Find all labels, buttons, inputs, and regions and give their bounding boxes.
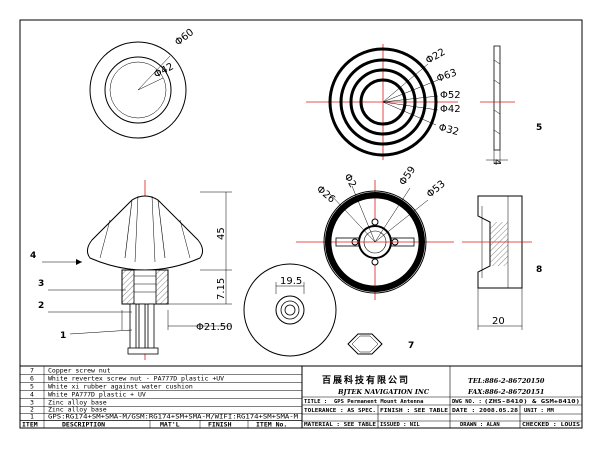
callout-3: 3: [38, 279, 44, 289]
left-callouts: 4 3 2 1: [30, 251, 133, 341]
dwg-label: DWG NO. :: [452, 399, 482, 405]
material-field: MATERIAL : SEE TABLE: [304, 422, 376, 428]
bom-desc-1: GPS:RG174+SM+SMA-M/GSM:RG174+SM+SMA-M/WI…: [48, 413, 298, 421]
concentric-rings-view: Φ22 Φ63 Φ52 Φ42 Φ32: [306, 44, 461, 160]
slotted-disc-view: Φ26 Φ2 Φ59 Φ53: [296, 165, 454, 300]
hex-nut-view: 7: [347, 333, 414, 355]
bom-item-3: 3: [30, 399, 34, 407]
callout-2: 2: [38, 301, 44, 311]
dim-body-7-15: 7.15: [216, 278, 227, 300]
dim-ring-phi22: Φ22: [424, 47, 447, 67]
dim-thin-4: 4: [491, 159, 502, 165]
dim-body-phi21-50: Φ21.50: [196, 322, 233, 333]
company-name-en: BJTEK NAVIGATION INC: [337, 388, 430, 396]
antenna-body-side-view: 45 7.15 Φ21.50: [86, 180, 233, 360]
bom-item-2: 2: [30, 406, 34, 414]
company-name-cn: 百展科技有限公司: [322, 374, 410, 386]
bom-desc-7: Copper screw nut: [48, 367, 111, 375]
title-value: GPS Permanent Mount Antenna: [334, 399, 423, 405]
dim-disc-phi26: Φ26: [314, 184, 337, 206]
bom-desc-3: Zinc alloy base: [48, 399, 107, 407]
bom-desc-2: Zinc alloy base: [48, 406, 107, 414]
washer-view: 19.5: [243, 263, 337, 357]
checked-field: CHECKED : LOUIS: [522, 422, 580, 428]
side-block-view: 20 8: [462, 195, 542, 330]
bom-header-description: DESCRIPTION: [62, 421, 105, 429]
unit-field: UNIT : MM: [524, 408, 554, 414]
title-label: TITLE :: [304, 399, 327, 405]
bom-item-4: 4: [30, 391, 34, 399]
callout-4: 4: [30, 251, 36, 261]
thin-side-profile: 4 5: [480, 45, 542, 165]
bom-item-7: 7: [30, 367, 34, 375]
callout-5: 5: [536, 123, 542, 133]
drawn-field: DRAWN : ALAN: [460, 422, 500, 428]
bom-header-item: ITEM: [22, 421, 38, 429]
dim-phi60: Φ60: [173, 27, 196, 48]
dim-block-20: 20: [492, 316, 505, 327]
issued-field: ISSUED : NIL: [380, 422, 420, 428]
date-field: DATE : 2008.05.28: [452, 408, 518, 414]
dim-ring-phi52: Φ52: [440, 90, 461, 101]
callout-7: 7: [408, 341, 414, 351]
callout-8: 8: [536, 265, 542, 275]
bom-header-finish: FINISH: [208, 421, 232, 429]
bom-header-matl: MAT'L: [160, 421, 180, 429]
top-circle-view: Φ60 Φ42: [89, 27, 196, 139]
bom-table: 7 Copper screw nut 6 White revertex scre…: [19, 365, 303, 429]
title-block: 百展科技有限公司 BJTEK NAVIGATION INC TEL:886-2-…: [301, 365, 583, 429]
bom-header-item-no: ITEM No.: [256, 421, 287, 429]
bom-item-6: 6: [30, 375, 34, 383]
dim-disc-phi53: Φ53: [425, 179, 448, 201]
company-tel: TEL:886-2-86720150: [468, 377, 545, 385]
company-fax: FAX:886-2-86720151: [467, 388, 544, 396]
bom-item-5: 5: [30, 383, 34, 391]
dwg-value: (ZHS-8410) & GSM+8410): [484, 399, 580, 405]
bom-desc-6: White revertex screw nut - PA777D plasti…: [48, 375, 224, 383]
dim-ring-phi63: Φ63: [435, 67, 458, 84]
tolerance-field: TOLERANCE : AS SPEC.: [304, 408, 376, 414]
bom-desc-5: White xi rubber against water cushion: [48, 383, 193, 391]
dim-phi42: Φ42: [152, 61, 175, 80]
callout-1: 1: [60, 331, 66, 341]
dim-disc-phi59: Φ59: [397, 165, 418, 188]
dim-body-45: 45: [216, 227, 227, 240]
bom-desc-4: White PA777D plastic + UV: [48, 391, 146, 399]
finish-field: FINISH : SEE TABLE: [380, 408, 448, 414]
dim-ring-phi42: Φ42: [440, 104, 461, 115]
dim-washer-19-5: 19.5: [280, 276, 302, 287]
dim-disc-phi2: Φ2: [341, 172, 358, 190]
dim-ring-phi32: Φ32: [437, 122, 460, 138]
bom-item-1: 1: [30, 413, 34, 421]
